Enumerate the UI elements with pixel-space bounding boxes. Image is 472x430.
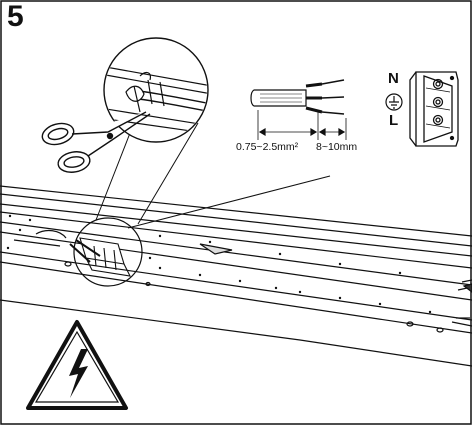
fixture-body xyxy=(0,185,472,367)
scissors-icon xyxy=(41,111,151,173)
fixture-dots xyxy=(6,214,432,314)
high-voltage-warning-icon xyxy=(26,320,128,410)
terminal-block-on-fixture xyxy=(69,237,131,277)
neutral-label: N xyxy=(388,70,399,87)
step-number: 5 xyxy=(7,0,24,33)
magnifier-target-circle xyxy=(73,217,143,287)
wire-cross-section-label: 0.75~2.5mm² xyxy=(236,141,299,153)
terminal-block-icon xyxy=(409,71,459,147)
stripped-cable-diagram xyxy=(250,79,347,140)
live-label: L xyxy=(389,112,399,129)
strip-length-label: 8~10mm xyxy=(316,141,358,153)
ground-icon xyxy=(385,93,403,111)
leader-lines xyxy=(95,122,331,229)
